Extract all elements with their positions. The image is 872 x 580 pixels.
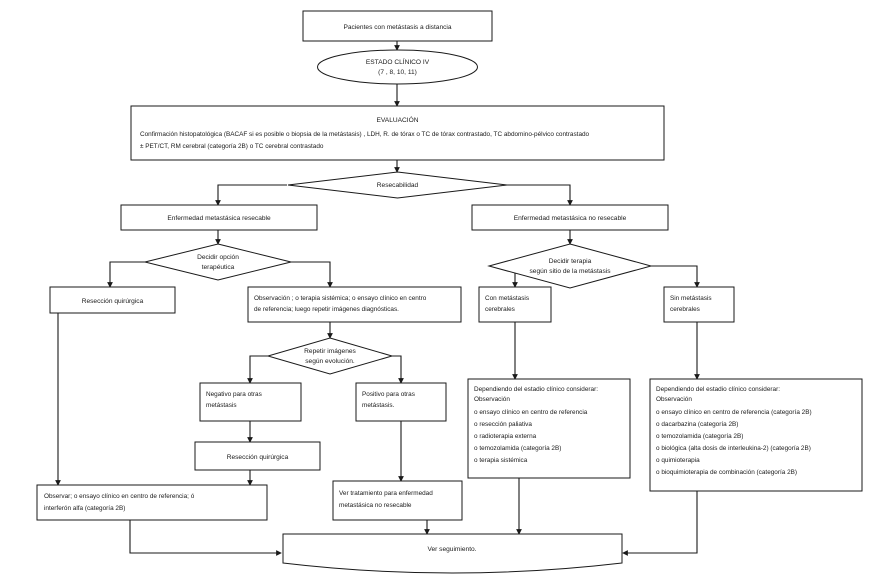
connector-repeat-left xyxy=(247,355,268,384)
node-observe-interferon-line2: interferón alfa (categoría 2B) xyxy=(44,505,125,512)
node-see-treatment-line2: metastásica no resecable xyxy=(339,502,412,509)
node-surgical-resection-2[interactable]: Resección quirúrgica xyxy=(194,441,321,471)
node-observe-interferon[interactable]: Observar; o ensayo clínico en centro de … xyxy=(36,484,268,521)
node-see-treatment-line1: Ver tratamiento para enfermedad xyxy=(339,490,433,497)
connector-decide-option-left xyxy=(107,261,146,288)
node-brain-treatment-heading2: Observación xyxy=(474,396,510,403)
connector-resectability-right xyxy=(507,184,573,206)
node-observation-systemic-line1: Observación ; o terapia sistémica; o ens… xyxy=(254,295,427,302)
node-surgical-resection-2-label: Resección quirúrgica xyxy=(227,454,289,461)
node-observation-systemic[interactable]: Observación ; o terapia sistémica; o ens… xyxy=(247,286,462,323)
node-without-brain-mets-line1: Sin metástasis xyxy=(670,295,712,302)
node-nonbrain-treatment-box xyxy=(649,378,863,492)
node-nonbrain-treatment[interactable]: Dependiendo del estadio clínico consider… xyxy=(649,378,863,492)
node-follow-up[interactable]: Ver seguimiento. xyxy=(282,533,623,574)
node-brain-treatment-option: o temozolamida (categoría 2B) xyxy=(474,445,561,452)
node-nonbrain-treatment-heading1: Dependiendo del estadio clínico consider… xyxy=(656,386,780,393)
node-decide-therapy-line2: según sitio de la metástasis xyxy=(530,268,612,275)
node-resectability[interactable]: Resecabilidad xyxy=(287,171,508,199)
connector-layer xyxy=(55,41,700,556)
node-decide-option[interactable]: Decidir opción terapéutica xyxy=(144,243,292,281)
node-decide-option-line2: terapéutica xyxy=(202,264,235,271)
node-evaluation-box xyxy=(130,105,665,161)
node-nonbrain-treatment-heading2: Observación xyxy=(656,396,692,403)
node-start-label: Pacientes con metástasis a distancia xyxy=(343,24,451,31)
node-nonbrain-treatment-option: o ensayo clínico en centro de referencia… xyxy=(656,409,812,416)
node-resectability-diamond xyxy=(287,171,508,199)
node-repeat-images[interactable]: Repetir imágenes según evolución. xyxy=(266,337,394,375)
node-nonbrain-treatment-option: o dacarbazina (categoría 2B) xyxy=(656,421,738,428)
node-nonbrain-treatment-option: o quimioterapia xyxy=(656,457,700,464)
node-brain-treatment-option: o terapia sistémica xyxy=(474,457,528,464)
node-brain-treatment-option: o resección paliativa xyxy=(474,421,532,428)
node-observe-interferon-box xyxy=(36,484,268,521)
node-start[interactable]: Pacientes con metástasis a distancia xyxy=(302,10,493,42)
connector-decide-option-right xyxy=(290,261,333,288)
node-surgical-resection-1-box xyxy=(49,286,176,314)
node-nonbrain-treatment-option: o bioquimioterapia de combinación (categ… xyxy=(656,469,797,476)
node-resectable-box xyxy=(120,204,318,231)
node-with-brain-mets-line1: Con metástasis xyxy=(485,295,529,302)
node-without-brain-mets-line2: cerebrales xyxy=(670,306,700,313)
node-stage-line2: (7 , 8, 10, 11) xyxy=(378,69,417,76)
node-evaluation-line2: ± PET/CT, RM cerebral (categoría 2B) o T… xyxy=(140,143,324,150)
node-follow-up-box xyxy=(282,533,623,574)
node-not-resectable[interactable]: Enfermedad metastásica no resecable xyxy=(471,204,669,231)
node-observe-interferon-line1: Observar; o ensayo clínico en centro de … xyxy=(44,493,195,500)
node-surgical-resection-1-label: Resección quirúrgica xyxy=(82,298,144,305)
node-decide-therapy-diamond xyxy=(487,243,653,289)
node-stage-line1: ESTADO CLÍNICO IV xyxy=(366,57,430,66)
node-resectability-label: Resecabilidad xyxy=(377,182,419,189)
node-brain-treatment[interactable]: Dependiendo del estadio clínico consider… xyxy=(467,378,631,479)
connector-decide-therapy-right xyxy=(650,265,700,288)
node-decide-option-diamond xyxy=(144,243,292,281)
node-nonbrain-treatment-option: o biológica (alta dosis de interleukina-… xyxy=(656,445,811,452)
node-stage[interactable]: ESTADO CLÍNICO IV (7 , 8, 10, 11) xyxy=(317,49,478,85)
node-positive-other[interactable]: Positivo para otras metástasis. xyxy=(355,382,447,422)
node-stage-ellipse xyxy=(317,49,478,85)
node-surgical-resection-1[interactable]: Resección quirúrgica xyxy=(49,286,176,314)
node-decide-therapy-line1: Decidir terapia xyxy=(549,258,592,265)
node-surgical-resection-2-box xyxy=(194,441,321,471)
node-nonbrain-treatment-option: o temozolamida (categoría 2B) xyxy=(656,433,743,440)
node-see-treatment-nonresectable[interactable]: Ver tratamiento para enfermedad metastás… xyxy=(332,480,463,521)
node-without-brain-mets[interactable]: Sin metástasis cerebrales xyxy=(663,286,735,323)
node-with-brain-mets[interactable]: Con metástasis cerebrales xyxy=(478,286,552,323)
node-brain-treatment-heading1: Dependiendo del estadio clínico consider… xyxy=(474,386,598,393)
node-not-resectable-box xyxy=(471,204,669,231)
node-with-brain-mets-line2: cerebrales xyxy=(485,306,515,313)
node-observation-systemic-box xyxy=(247,286,462,323)
node-repeat-images-line1: Repetir imágenes xyxy=(304,348,356,355)
node-decide-option-line1: Decidir opción xyxy=(197,254,239,261)
node-not-resectable-label: Enfermedad metastásica no resecable xyxy=(514,215,627,222)
node-positive-other-line2: metástasis. xyxy=(362,402,395,409)
node-evaluation-heading: EVALUACIÓN xyxy=(376,115,418,124)
node-negative-other-box xyxy=(199,382,302,422)
node-positive-other-box xyxy=(355,382,447,422)
node-positive-other-line1: Positivo para otras xyxy=(362,391,415,398)
node-evaluation[interactable]: EVALUACIÓN Confirmación histopatológica … xyxy=(130,105,665,161)
connector-nonbrain-to-followup xyxy=(622,491,698,556)
node-negative-other-line1: Negativo para otras xyxy=(206,391,262,398)
node-repeat-images-line2: según evolución. xyxy=(305,358,355,365)
node-start-box xyxy=(302,10,493,42)
node-follow-up-label: Ver seguimiento. xyxy=(427,546,476,553)
node-negative-other-line2: metástasis xyxy=(206,402,237,409)
node-repeat-images-diamond xyxy=(266,337,394,375)
node-observation-systemic-line2: de referencia; luego repetir imágenes di… xyxy=(254,306,399,313)
node-resectable[interactable]: Enfermedad metastásica resecable xyxy=(120,204,318,231)
node-see-treatment-nonresectable-box xyxy=(332,480,463,521)
node-evaluation-line1: Confirmación histopatológica (BACAF si e… xyxy=(140,131,590,138)
connector-resectability-left xyxy=(215,184,287,206)
node-resectable-label: Enfermedad metastásica resecable xyxy=(167,215,271,222)
node-decide-therapy[interactable]: Decidir terapia según sitio de la metást… xyxy=(487,243,653,289)
node-brain-treatment-option: o ensayo clínico en centro de referencia xyxy=(474,409,588,416)
node-with-brain-mets-box xyxy=(478,286,552,323)
node-brain-treatment-option: o radioterapia externa xyxy=(474,433,537,440)
node-without-brain-mets-box xyxy=(663,286,735,323)
node-brain-treatment-box xyxy=(467,378,631,479)
node-negative-other[interactable]: Negativo para otras metástasis xyxy=(199,382,302,422)
connector-repeat-right xyxy=(392,355,404,384)
connector-observe-to-followup xyxy=(129,520,282,556)
